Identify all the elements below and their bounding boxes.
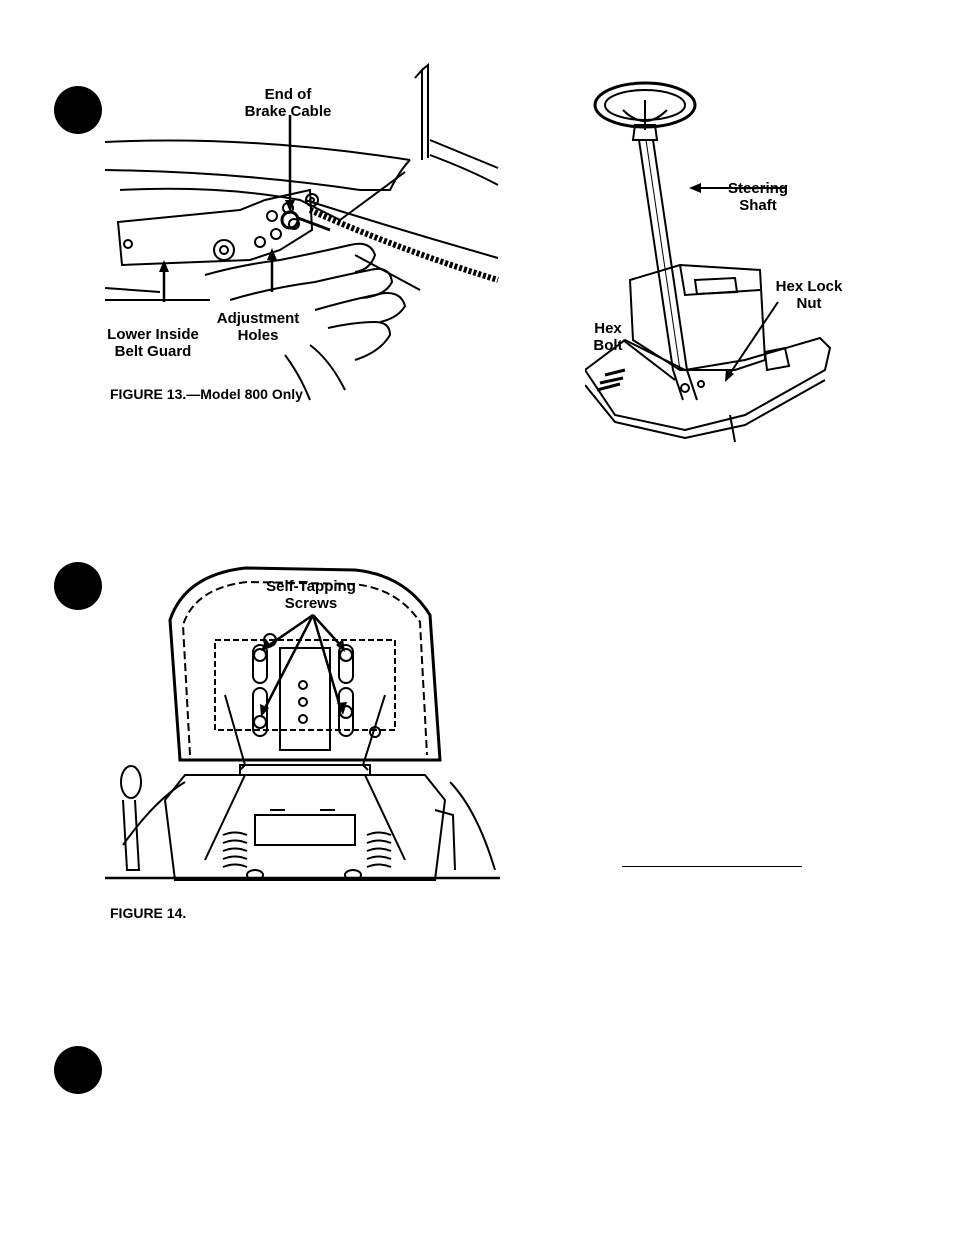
callout-hex-lock-nut-line-2: Nut	[766, 295, 852, 312]
callout-hex-lock-nut: Hex Lock Nut	[766, 278, 852, 312]
callout-lower-inside-belt-guard: Lower Inside Belt Guard	[100, 326, 206, 360]
steering-assembly-drawing	[585, 70, 855, 445]
binder-hole-bottom	[54, 1046, 102, 1094]
callout-lower-inside-belt-guard-line-1: Lower Inside	[100, 326, 206, 343]
callout-steering-shaft-line-1: Steering	[718, 180, 798, 197]
figure-13-caption: FIGURE 13.—Model 800 Only	[110, 386, 303, 402]
figure-14-caption: FIGURE 14.	[110, 905, 186, 921]
horizontal-rule	[622, 866, 802, 867]
callout-hex-bolt-line-1: Hex	[588, 320, 628, 337]
callout-hex-bolt-line-2: Bolt	[588, 337, 628, 354]
binder-hole-top	[54, 86, 102, 134]
callout-adjustment-holes: Adjustment Holes	[210, 310, 306, 344]
binder-hole-middle	[54, 562, 102, 610]
callout-self-tapping-screws: Self-Tapping Screws	[258, 578, 364, 612]
callout-hex-bolt: Hex Bolt	[588, 320, 628, 354]
callout-end-of-brake-cable-line-2: Brake Cable	[236, 103, 340, 120]
callout-end-of-brake-cable-line-1: End of	[236, 86, 340, 103]
callout-steering-shaft-line-2: Shaft	[718, 197, 798, 214]
steering-assembly-illustration	[585, 70, 855, 445]
callout-adjustment-holes-line-2: Holes	[210, 327, 306, 344]
callout-self-tapping-screws-line-2: Screws	[258, 595, 364, 612]
callout-lower-inside-belt-guard-line-2: Belt Guard	[100, 343, 206, 360]
callout-adjustment-holes-line-1: Adjustment	[210, 310, 306, 327]
callout-self-tapping-screws-line-1: Self-Tapping	[258, 578, 364, 595]
callout-end-of-brake-cable: End of Brake Cable	[236, 86, 340, 120]
callout-hex-lock-nut-line-1: Hex Lock	[766, 278, 852, 295]
callout-steering-shaft: Steering Shaft	[718, 180, 798, 214]
